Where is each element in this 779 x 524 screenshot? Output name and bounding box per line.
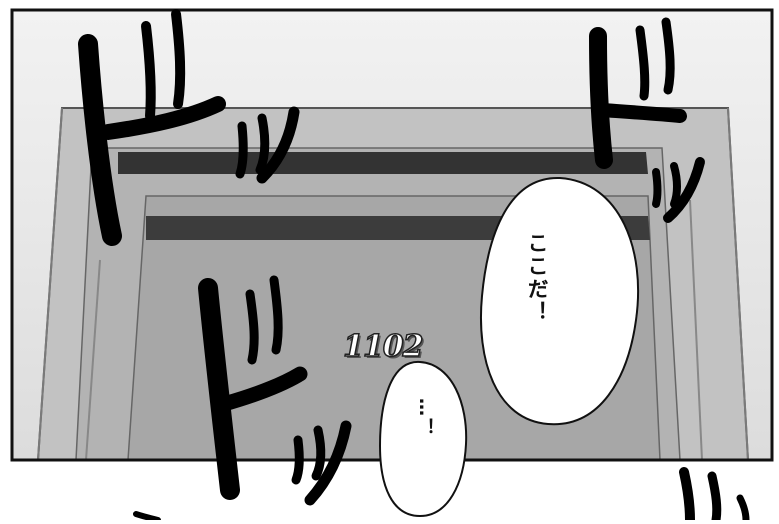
sfx-do-bottom-left <box>198 275 352 506</box>
frame-line-right <box>727 107 749 461</box>
sfx-do-bottom-right <box>133 467 750 524</box>
speech-text-2: …！ <box>415 398 436 438</box>
frame-line-left <box>37 107 63 461</box>
frame-line-left-inner <box>85 259 101 461</box>
sfx-do-top-left <box>78 9 300 246</box>
speech-balloon-1 <box>480 176 640 426</box>
room-number-plate: 1102 <box>342 328 424 365</box>
speech-balloon-2 <box>378 360 468 518</box>
sfx-do-top-right <box>589 17 705 223</box>
door-lintel <box>118 152 648 174</box>
speech-text-1: ここだ！ <box>525 232 549 324</box>
frame-line-right-inner <box>689 199 703 461</box>
